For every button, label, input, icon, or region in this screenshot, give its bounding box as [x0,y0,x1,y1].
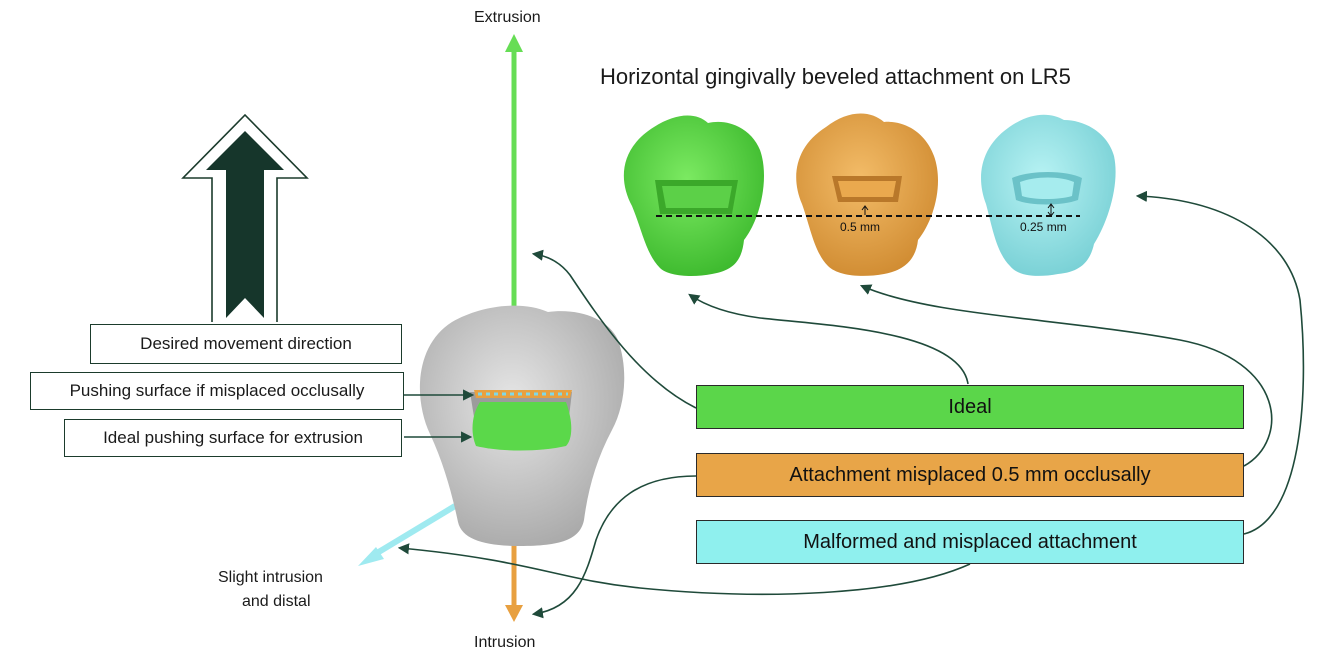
legend-ideal: Ideal [696,385,1244,429]
legend-malformed: Malformed and misplaced attachment [696,520,1244,564]
slight-intrusion-label: Slight intrusion [218,569,323,586]
pushing-misplaced-box: Pushing surface if misplaced occlusally [30,372,404,410]
connector-ideal-to-green-tooth [688,293,969,385]
measurement-orange: 0.5 mm [840,220,881,234]
connector-ideal-to-axis [531,249,697,409]
measure-marker-orange [861,205,869,215]
ideal-pushing-box: Ideal pushing surface for extrusion [64,419,402,457]
intrusion-label: Intrusion [474,634,536,651]
extrusion-arrow [505,34,523,315]
green-tooth [623,115,765,276]
intrusion-arrow [505,540,523,622]
measure-marker-cyan [1047,203,1055,217]
and-distal-label: and distal [242,593,311,610]
gray-main-tooth [419,305,625,546]
legend-misplaced: Attachment misplaced 0.5 mm occlusally [696,453,1244,497]
connector-cyan-to-diagonal [397,543,971,596]
diagram-title: Horizontal gingivally beveled attachment… [600,64,1071,89]
desired-direction-arrow [181,113,309,322]
measurement-cyan: 0.25 mm [1020,220,1067,234]
connector-orange-to-intrusion [531,475,697,619]
extrusion-label: Extrusion [474,9,541,26]
connector-cyan-to-tooth [1135,190,1305,535]
desired-direction-box: Desired movement direction [90,324,402,364]
cyan-tooth [981,114,1116,276]
orange-tooth [796,113,939,276]
diagonal-arrow [358,503,457,566]
connector-orange-to-tooth [859,284,1273,467]
